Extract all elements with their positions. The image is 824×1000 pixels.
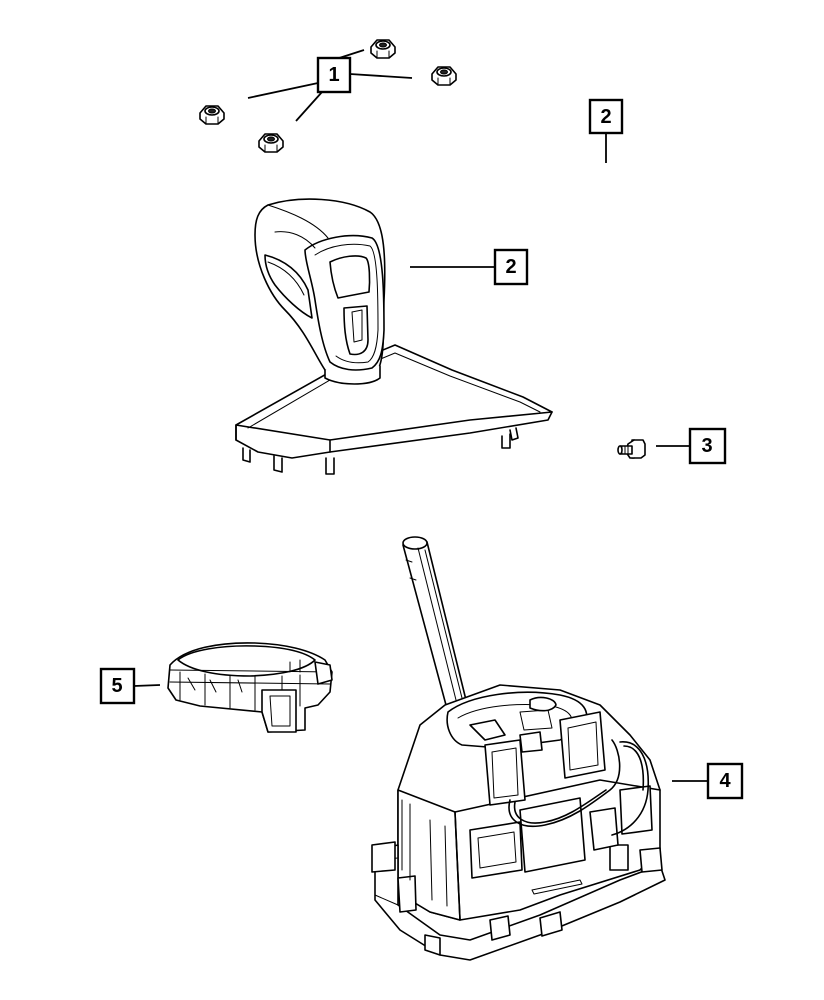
callout-1-label: 1	[328, 64, 339, 86]
callout-5-label: 5	[111, 675, 122, 697]
callout-5: 5	[99, 667, 136, 705]
callout-3: 3	[688, 427, 727, 465]
callout-2b: 2	[493, 248, 529, 286]
nut-top	[370, 39, 396, 59]
callout-5-leader	[133, 684, 161, 687]
callout-4: 4	[706, 762, 744, 800]
screw	[617, 439, 646, 459]
callout-2a-label: 2	[600, 106, 611, 128]
sensor-module	[167, 642, 333, 733]
nut-bottom	[258, 133, 284, 153]
nut-right	[431, 66, 457, 86]
callout-2b-label: 2	[505, 256, 516, 278]
callout-2a: 2	[588, 98, 624, 135]
callout-1: 1	[316, 56, 352, 94]
callout-3-label: 3	[701, 435, 712, 457]
nut-left	[199, 105, 225, 125]
shifter-assembly	[371, 536, 666, 961]
callout-4-label: 4	[719, 770, 731, 792]
shift-knob-bezel	[235, 198, 553, 475]
